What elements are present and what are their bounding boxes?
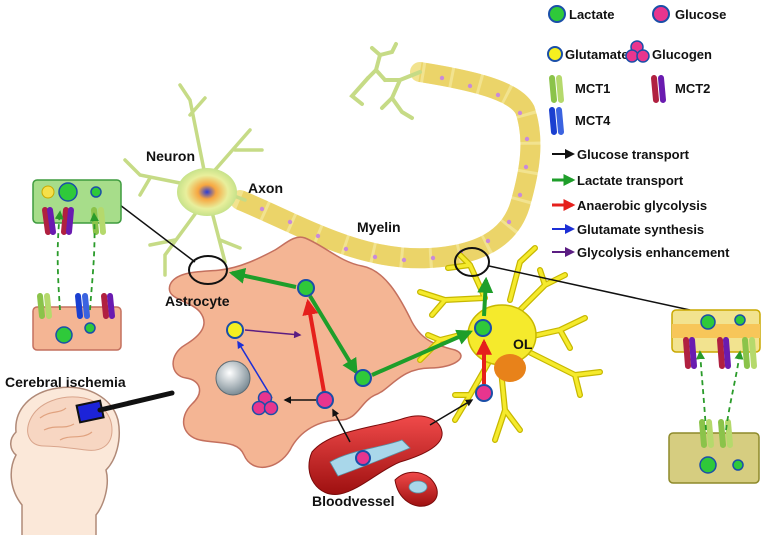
glucose-vessel (355, 450, 371, 466)
legend-glucogen: Glucogen (652, 47, 712, 62)
head-illustration (10, 386, 175, 535)
legend-glutamate-synthesis: Glutamate synthesis (577, 222, 704, 237)
lactate-astrocyte-top (297, 279, 315, 297)
inset-neuron-astrocyte (32, 179, 122, 351)
legend-glucose: Glucose (675, 7, 726, 22)
axon (230, 62, 541, 269)
glucose-swatch (652, 5, 670, 23)
glucogen-astrocyte (251, 390, 279, 416)
mct1-swatch (549, 75, 564, 103)
legend-anaerobic-glycolysis: Anaerobic glycolysis (577, 198, 707, 213)
neuron-cell (123, 83, 264, 277)
legend-mct1: MCT1 (575, 81, 610, 96)
legend: Lactate Glucose Glutamate Glucogen MCT1 … (547, 5, 730, 260)
mct4-swatch (549, 107, 564, 135)
legend-mct4: MCT4 (575, 113, 611, 128)
molecules (226, 279, 493, 466)
mct2-swatch (651, 75, 666, 103)
astrocyte-label: Astrocyte (165, 293, 230, 309)
legend-glucose-transport: Glucose transport (577, 147, 690, 162)
lactate-swatch (548, 5, 566, 23)
glucose-astrocyte (316, 391, 334, 409)
blood-vessel (308, 415, 443, 507)
zoom-indicators (119, 204, 691, 311)
lactate-ol (474, 319, 492, 337)
legend-lactate-transport: Lactate transport (577, 173, 684, 188)
axon-terminal (349, 42, 422, 120)
ol-label: OL (513, 336, 533, 352)
legend-glycolysis-enhancement: Glycolysis enhancement (577, 245, 730, 260)
myelin-label: Myelin (357, 219, 401, 235)
glutamate-swatch (547, 46, 563, 62)
legend-lactate: Lactate (569, 7, 615, 22)
axon-label: Axon (248, 180, 283, 196)
pathway-arrows (228, 267, 494, 443)
glutamate-astrocyte (226, 321, 244, 339)
cerebral-ischemia-label: Cerebral ischemia (5, 374, 126, 390)
diagram-labels: Neuron Axon Myelin Astrocyte OL Cerebral… (5, 148, 533, 509)
glucogen-swatch (625, 40, 650, 63)
neuron-label: Neuron (146, 148, 195, 164)
lactate-astrocyte-right (354, 369, 372, 387)
glucose-ol (475, 384, 493, 402)
inset-axon-ol (668, 309, 761, 484)
bloodvessel-label: Bloodvessel (312, 493, 394, 509)
legend-glutamate: Glutamate (565, 47, 629, 62)
legend-mct2: MCT2 (675, 81, 710, 96)
